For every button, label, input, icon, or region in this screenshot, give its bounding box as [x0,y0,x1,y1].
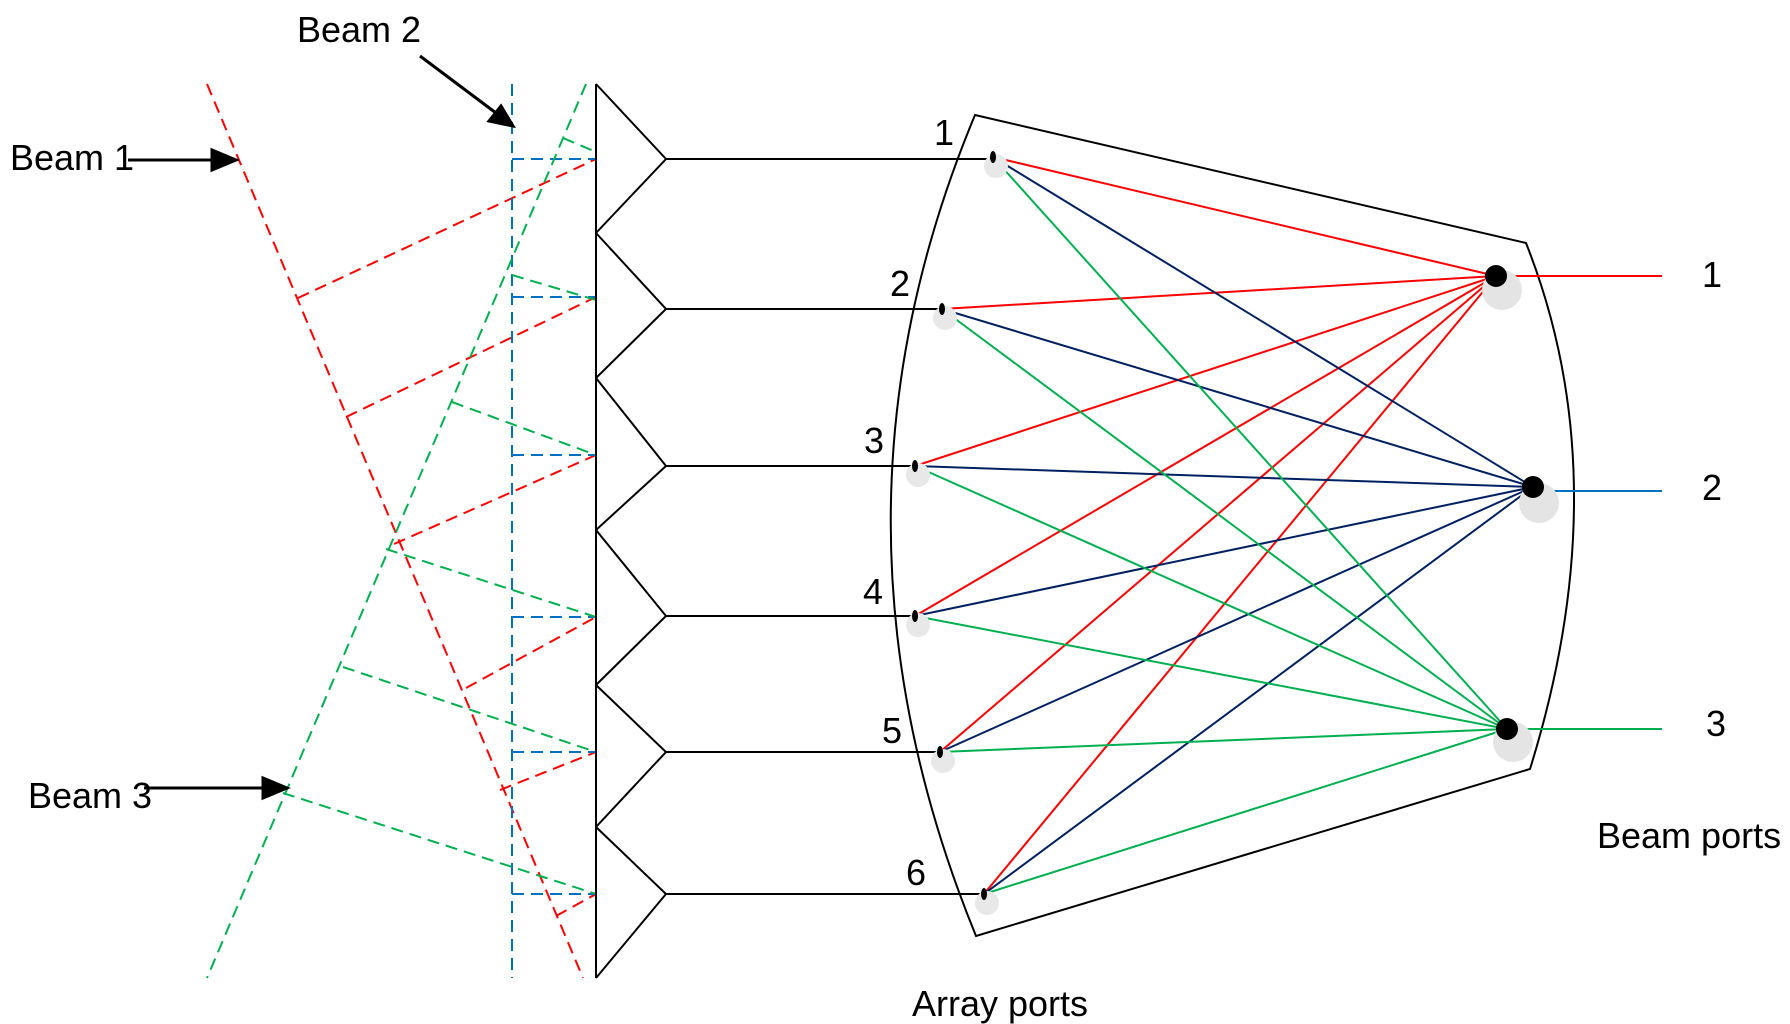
beam-port-number-3: 3 [1706,703,1726,744]
array-port-number-3: 3 [864,420,884,461]
beam3-arrowhead [261,775,291,801]
array-port-3 [906,460,930,487]
beam-port-3 [1493,718,1533,762]
beam1-arrowhead [210,147,240,173]
wavefronts [206,83,597,979]
beam3-rays [282,137,597,895]
beam2-arrow [419,54,501,118]
antenna-element-4 [595,529,668,686]
beam2-label: Beam 2 [297,9,421,50]
beam1-rays [297,158,597,917]
beam-port-2-paths [914,156,1534,895]
beam2-rays [512,158,596,895]
beam-port-markers [1482,265,1559,762]
antenna-array [595,83,993,979]
beam-ports-label: Beam ports [1597,815,1781,856]
beam-port-number-1: 1 [1702,254,1722,295]
array-port-number-2: 2 [890,263,910,304]
beam3-label: Beam 3 [28,775,152,816]
array-port-6 [975,888,999,915]
antenna-element-5 [595,684,668,828]
array-port-number-1: 1 [934,112,954,153]
array-port-number-5: 5 [882,710,902,751]
array-ports-label: Array ports [912,983,1088,1024]
array-port-5 [931,746,955,773]
beam1-wavefront [206,83,584,979]
array-port-2 [933,303,957,330]
beam2-arrowhead [486,103,517,129]
beam-port-2 [1519,476,1559,523]
antenna-element-1 [595,83,668,234]
array-port-1 [984,151,1008,178]
beam-port-number-2: 2 [1702,467,1722,508]
array-port-number-4: 4 [863,571,883,612]
antenna-element-3 [595,377,668,531]
beam-port-1 [1482,265,1522,310]
beam1-label: Beam 1 [10,137,134,178]
beam3-wavefront [206,83,587,979]
array-port-number-6: 6 [906,852,926,893]
beam-arrows [128,54,517,801]
beam-port-1-paths [914,156,1662,895]
antenna-element-6 [595,826,668,979]
array-port-4 [906,610,930,637]
antenna-element-2 [595,232,668,379]
lens-outline [889,113,1575,938]
array-port-markers [906,151,1008,915]
beam-port-3-paths [914,156,1662,895]
